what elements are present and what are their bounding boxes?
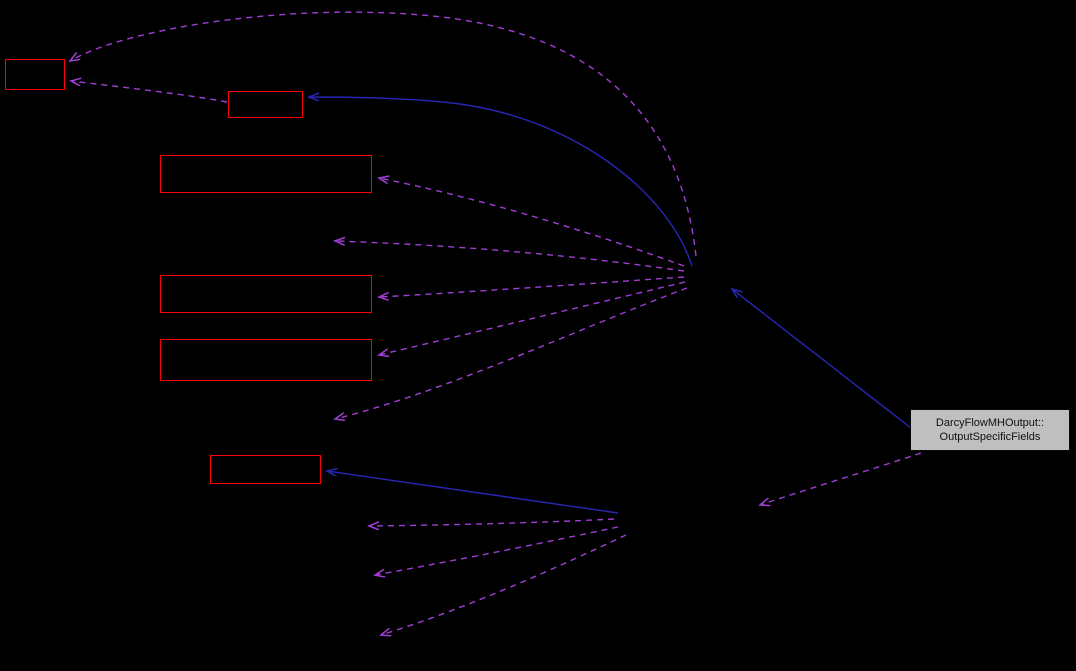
graph-node-4[interactable] <box>160 275 372 313</box>
usage-edge-box2-to-box1 <box>71 81 228 103</box>
usage-edge-current-to-lower-hub <box>760 452 922 505</box>
inherit-edge-current-to-hub <box>732 289 912 429</box>
usage-edge-lowerhub-to-mid-5 <box>381 534 627 635</box>
graph-node-2[interactable] <box>228 91 303 118</box>
usage-edge-hub-to-mid-2 <box>335 287 688 419</box>
usage-edge-hub-to-box5 <box>379 281 686 355</box>
inherit-edge-hub-to-box2 <box>309 97 693 267</box>
graph-node-5[interactable] <box>160 339 372 381</box>
usage-edge-hub-to-mid-1 <box>335 241 685 272</box>
current-node-label-line1: DarcyFlowMHOutput:: <box>935 417 1045 429</box>
graph-node-top-left[interactable] <box>5 59 65 90</box>
current-node-label-line2: OutputSpecificFields <box>939 431 1041 443</box>
inherit-edge-lowerhub-to-box6 <box>327 471 619 514</box>
usage-edge-lowerhub-to-mid-3 <box>369 518 615 526</box>
graph-node-6[interactable] <box>210 455 321 484</box>
current-node-output-specific-fields: DarcyFlowMHOutput:: OutputSpecificFields <box>910 409 1070 451</box>
usage-edge-top-arc <box>70 11 697 257</box>
usage-edge-hub-to-box4 <box>379 276 685 297</box>
usage-edge-lowerhub-to-mid-4 <box>375 526 619 575</box>
usage-edge-hub-to-box3 <box>379 178 685 267</box>
graph-node-3[interactable] <box>160 155 372 193</box>
